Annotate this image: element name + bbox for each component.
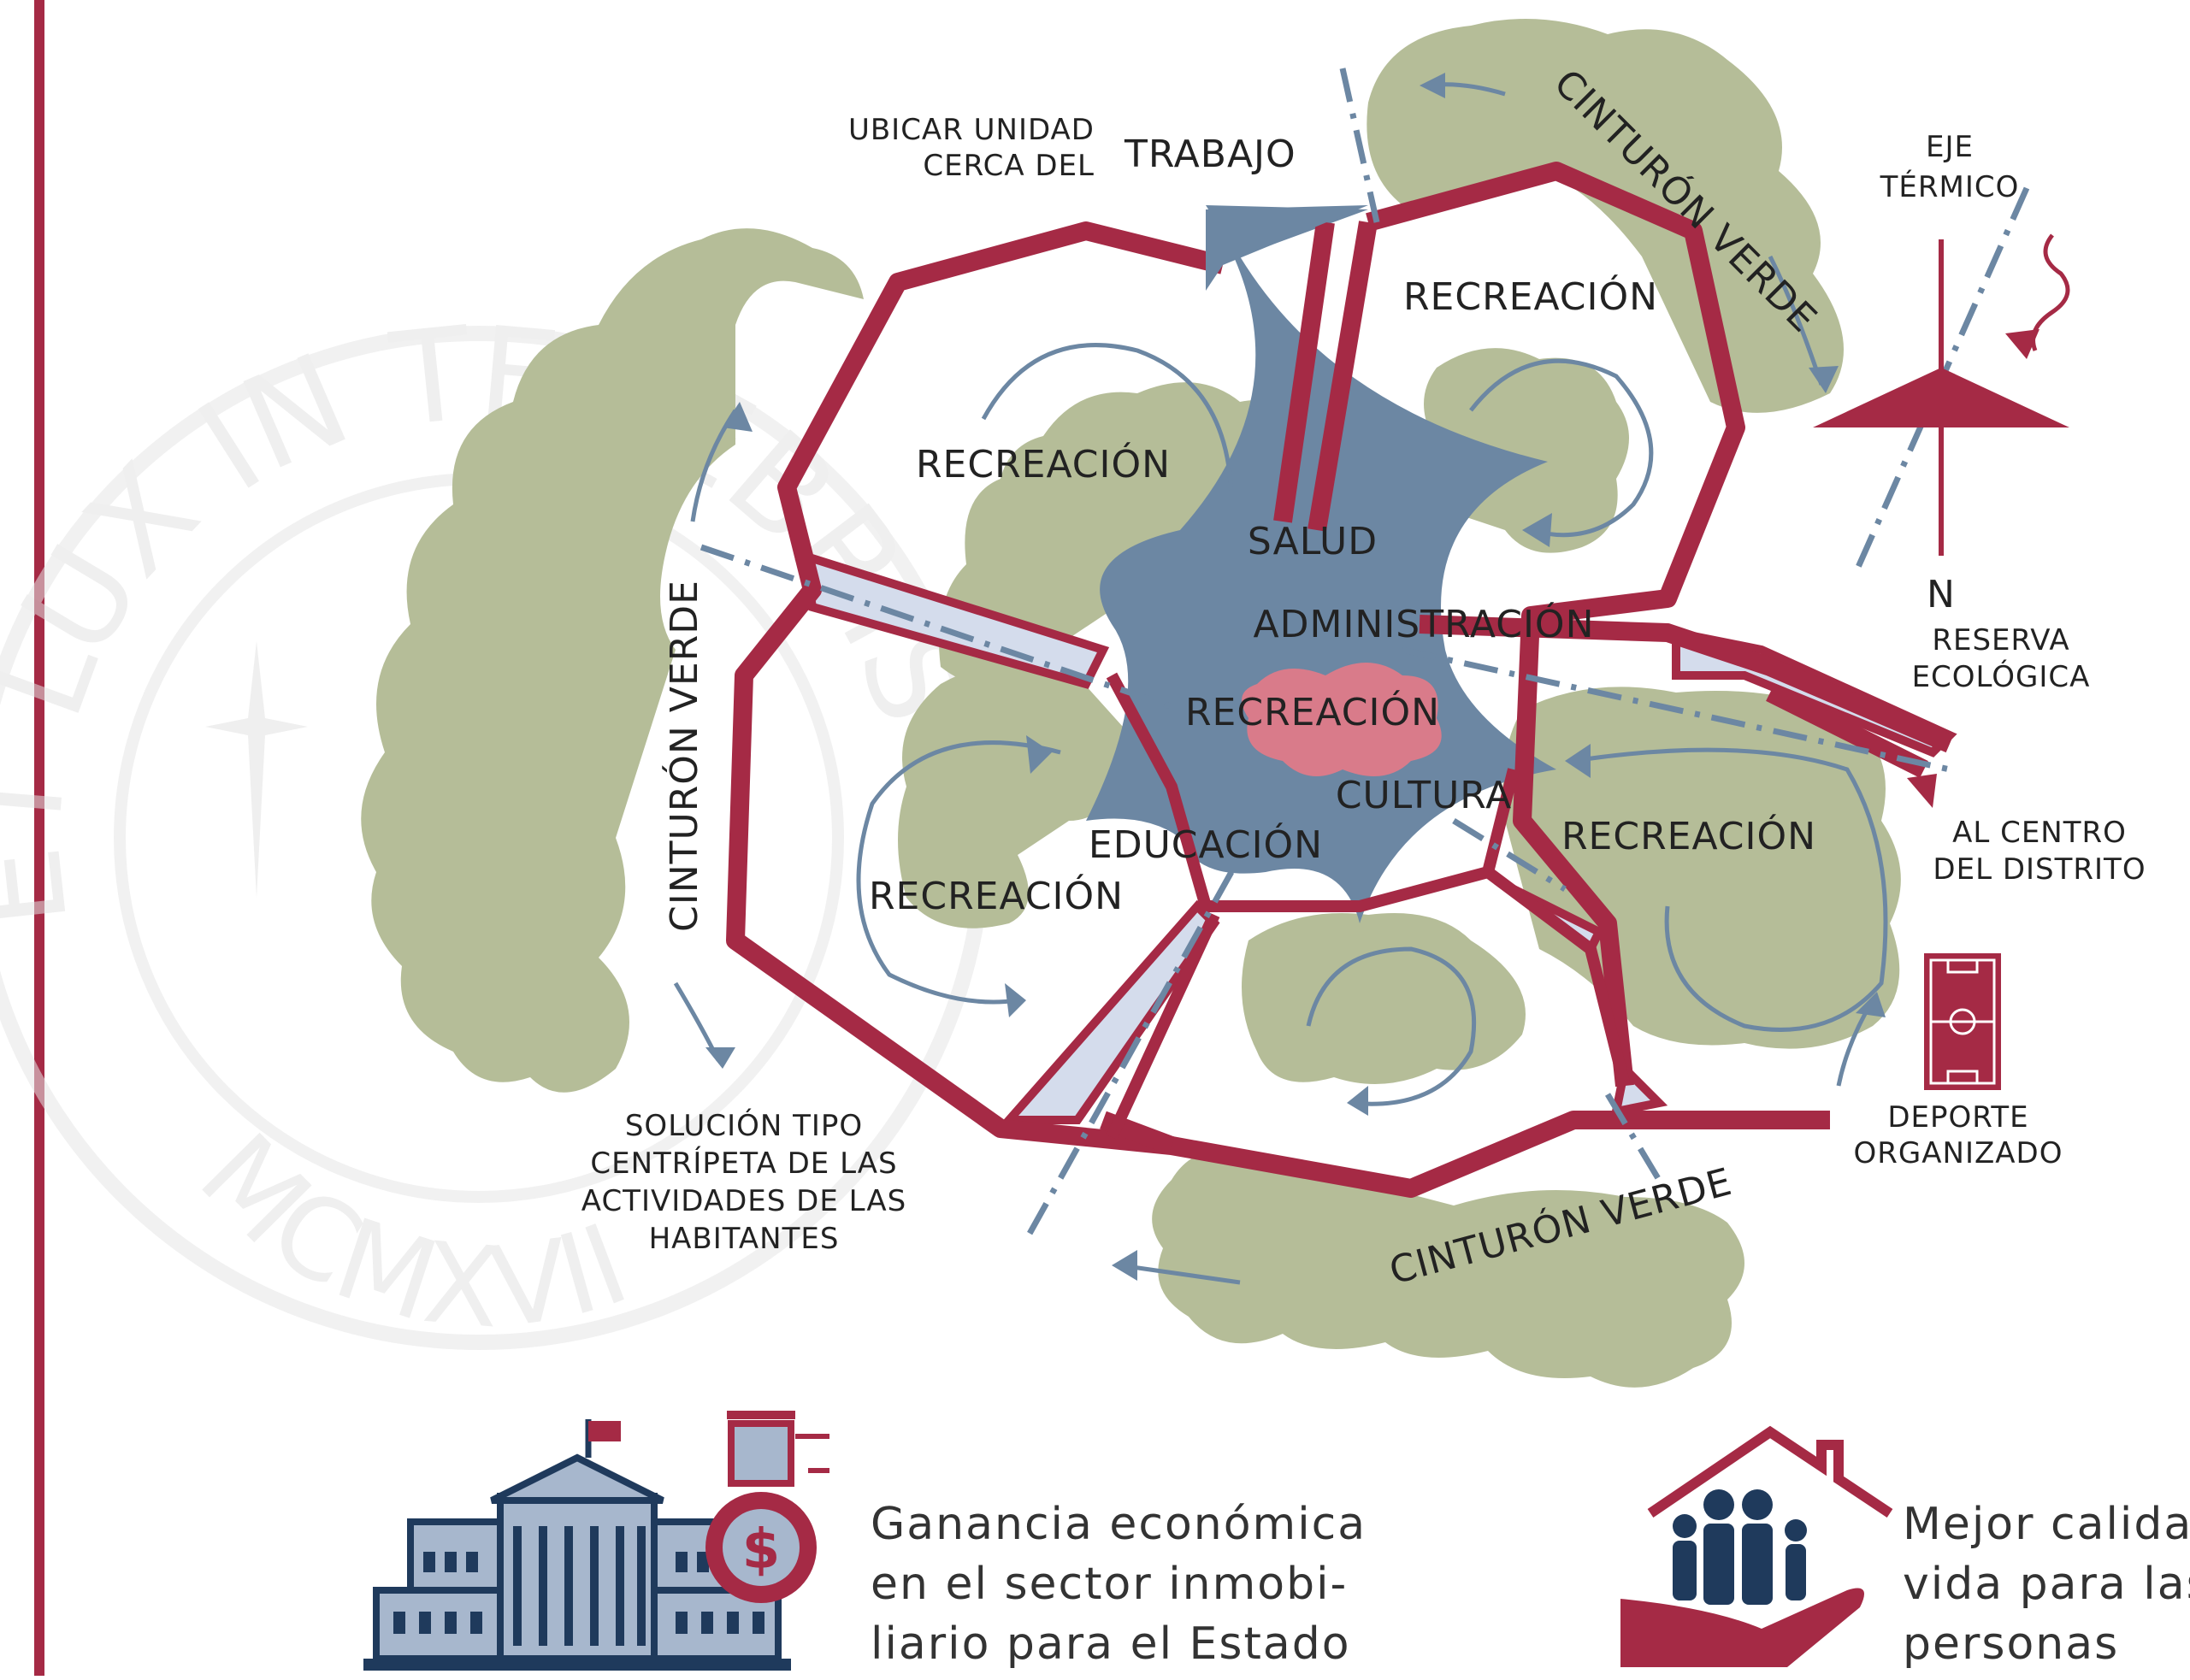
- recreacion-right-label: RECREACIÓN: [1561, 813, 1816, 858]
- organizado-label: ORGANIZADO: [1854, 1136, 2063, 1170]
- green-core-bottom: [1242, 913, 1526, 1084]
- al-centro-label: AL CENTRO: [1952, 816, 2127, 850]
- green-core-left: [939, 382, 1300, 684]
- recreacion-top-left-label: RECREACIÓN: [916, 441, 1171, 486]
- watermark-star-icon: [205, 641, 308, 898]
- recreacion-top-right-label: RECREACIÓN: [1403, 274, 1658, 319]
- recreacion-center-label: RECREACIÓN: [1185, 689, 1440, 734]
- left-caption-line-1: Ganancia económica: [871, 1499, 1367, 1550]
- arrow-right-loop: [1573, 747, 1888, 1032]
- north-label: N: [1927, 573, 1956, 616]
- trabajo-arrow-icon: [1206, 205, 1368, 291]
- money-bag-icon: $: [705, 1411, 829, 1603]
- arrow-left-loop: [856, 740, 1061, 1005]
- dollar-sign-icon: $: [742, 1518, 781, 1582]
- eje-label: EJE: [1926, 130, 1974, 164]
- cultura-label: CULTURA: [1336, 774, 1512, 817]
- solucion-label-2: CENTRÍPETA DE LAS: [590, 1146, 897, 1181]
- central-recreation-cloud: [1242, 663, 1442, 776]
- left-caption-line-3: liario para el Estado: [871, 1618, 1351, 1670]
- government-building-icon: [363, 1419, 791, 1671]
- watermark-year: MCMXVII: [175, 1109, 643, 1353]
- ubicar-label-2: CERCA DEL: [923, 149, 1095, 183]
- deporte-label: DEPORTE: [1887, 1100, 2028, 1135]
- educacion-label: EDUCACIÓN: [1089, 822, 1323, 867]
- reserva-label: RESERVA: [1932, 623, 2069, 657]
- solucion-label-1: SOLUCIÓN TIPO: [625, 1108, 863, 1143]
- ubicar-label-1: UBICAR UNIDAD: [848, 113, 1095, 147]
- del-distrito-label: DEL DISTRITO: [1933, 852, 2146, 887]
- arrow-top-right-loop: [1469, 358, 1654, 538]
- north-arrow-icon: [1813, 239, 2069, 556]
- recreacion-left-label: RECREACIÓN: [869, 873, 1124, 918]
- green-core-mid-left: [898, 661, 1146, 928]
- right-caption-line-2: vida para las: [1903, 1559, 2190, 1610]
- trabajo-label: TRABAJO: [1124, 133, 1296, 176]
- green-belt-top-right: [1367, 19, 1844, 413]
- solucion-label-3: ACTIVIDADES DE LAS: [581, 1184, 906, 1218]
- left-caption-line-2: en el sector inmobi-: [871, 1559, 1348, 1610]
- solucion-label-4: HABITANTES: [649, 1222, 840, 1256]
- termico-label: TÉRMICO: [1880, 169, 2020, 204]
- road-network: [726, 162, 1954, 1198]
- arrow-top-left-loop: [981, 343, 1234, 505]
- right-caption-line-1: Mejor calidad de: [1903, 1499, 2190, 1550]
- circulation-arrows: [673, 82, 1888, 1285]
- inner-roads: [1106, 672, 1631, 1140]
- cinturon-verde-left-label: CINTURÓN VERDE: [661, 580, 706, 932]
- family-house-icon: [1620, 1425, 1893, 1667]
- green-belt-left: [361, 228, 864, 1093]
- arrow-bottom-loop: [1306, 946, 1477, 1106]
- arrow-heads: [705, 73, 1886, 1281]
- left-border-line: [34, 0, 44, 1676]
- soccer-field-icon: [1924, 953, 2001, 1090]
- hand-icon: [1620, 1588, 1864, 1667]
- ecologica-label: ECOLÓGICA: [1912, 659, 2091, 694]
- green-belt-bottom: [1152, 1149, 1744, 1388]
- wind-arrow-icon: [1907, 233, 2070, 808]
- administracion-label: ADMINISTRACIÓN: [1254, 601, 1595, 646]
- right-caption-line-3: personas: [1903, 1618, 2119, 1670]
- salud-label: SALUD: [1248, 520, 1378, 563]
